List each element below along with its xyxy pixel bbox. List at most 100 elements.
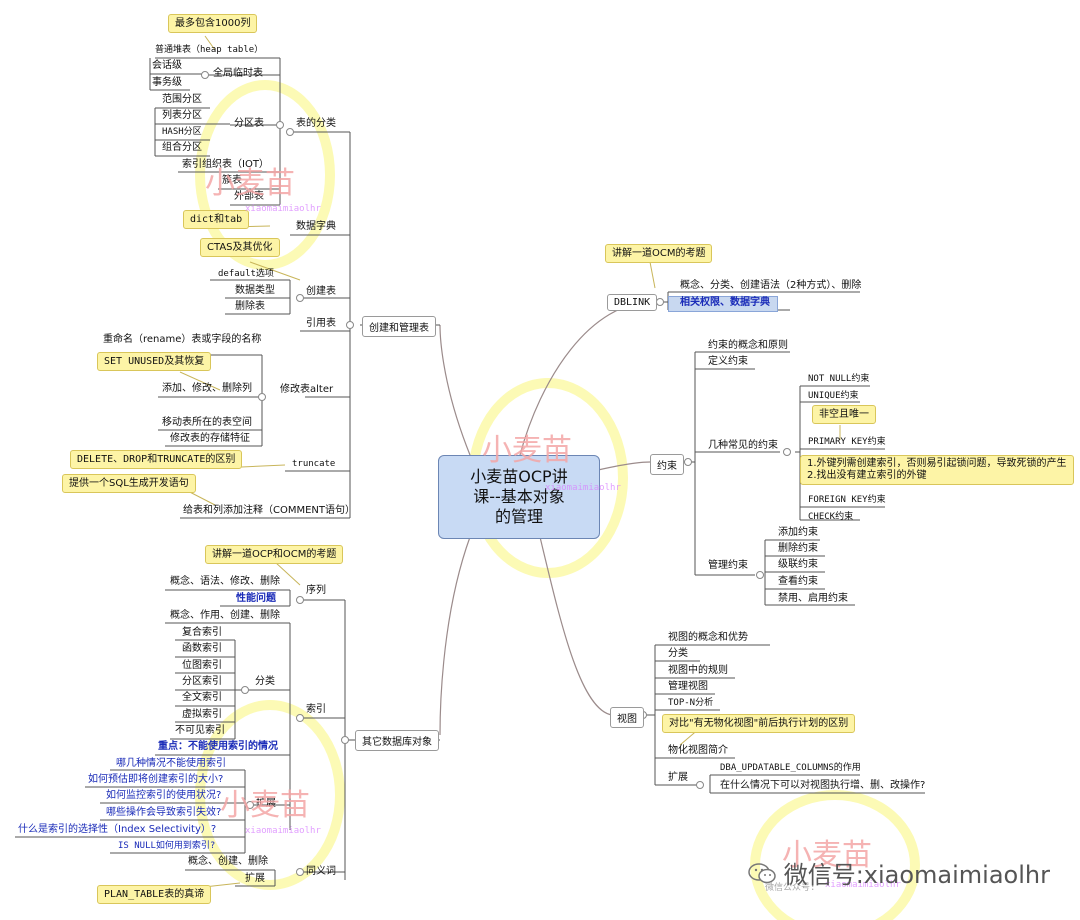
node-add-modify-drop-column[interactable]: 添加、修改、删除列	[162, 383, 252, 394]
branch-create-manage[interactable]: 创建和管理表	[362, 316, 436, 337]
node-dict-and-tab[interactable]: dict和tab	[183, 210, 250, 229]
node-comment[interactable]: 给表和列添加注释（COMMENT语句）	[183, 505, 356, 516]
node-common-constraints[interactable]: 几种常见的约束	[708, 440, 778, 451]
branch-view[interactable]: 视图	[610, 707, 644, 728]
node-heap-table[interactable]: 普通堆表（heap table）	[155, 45, 264, 55]
node-create-table[interactable]: 创建表	[306, 286, 336, 297]
root-topic[interactable]: 小麦苗OCP讲 课--基本对象 的管理	[438, 455, 600, 539]
node-fulltext-index[interactable]: 全文索引	[182, 692, 222, 703]
note-set-unused: SET UNUSED及其恢复	[97, 352, 212, 371]
node-question-4[interactable]: 哪些操作会导致索引失效?	[106, 807, 222, 818]
node-sequence-ops[interactable]: 概念、语法、修改、删除	[170, 576, 280, 587]
node-rename[interactable]: 重命名（rename）表或字段的名称	[103, 334, 262, 345]
node-default-option[interactable]: default选项	[218, 269, 274, 279]
node-drop-table[interactable]: 删除表	[235, 301, 265, 312]
watermark-subtitle: xiaomaimiaolhr	[245, 204, 321, 214]
node-range-partition[interactable]: 范围分区	[162, 94, 202, 105]
node-primary-key[interactable]: PRIMARY KEY约束	[808, 437, 886, 447]
node-alter-table[interactable]: 修改表alter	[280, 384, 334, 395]
node-manage-constraints[interactable]: 管理约束	[708, 560, 748, 571]
node-define-constraint[interactable]: 定义约束	[708, 356, 748, 367]
node-dblink-concept[interactable]: 概念、分类、创建语法（2种方式）、删除	[680, 280, 862, 291]
node-reference-table[interactable]: 引用表	[306, 318, 336, 329]
node-invisible-index[interactable]: 不可见索引	[175, 725, 225, 736]
node-external-table[interactable]: 外部表	[234, 191, 264, 202]
note-ctas: CTAS及其优化	[200, 238, 280, 257]
node-view-dml[interactable]: 在什么情况下可以对视图执行增、删、改操作?	[720, 780, 926, 791]
note-ocm-question: 讲解一道OCM的考题	[605, 244, 713, 263]
node-move-tablespace[interactable]: 移动表所在的表空间	[162, 417, 252, 428]
node-top-n[interactable]: TOP-N分析	[668, 698, 714, 708]
note-plan-table: PLAN_TABLE表的真谛	[97, 885, 212, 904]
node-question-2[interactable]: 如何预估即将创建索引的大小?	[88, 774, 224, 785]
root-title-line2: 课--基本对象	[473, 487, 565, 506]
node-materialized-view[interactable]: 物化视图简介	[668, 745, 728, 756]
watermark-ring	[195, 700, 345, 890]
node-view-classify[interactable]: 分类	[668, 648, 688, 659]
branch-dblink[interactable]: DBLINK	[607, 294, 658, 311]
watermark-text: 小麦苗	[782, 838, 872, 873]
note-max-columns: 最多包含1000列	[168, 14, 258, 33]
node-performance-issue[interactable]: 性能问题	[236, 593, 276, 604]
node-virtual-index[interactable]: 虚拟索引	[182, 709, 222, 720]
node-cluster-table[interactable]: 簇表	[222, 175, 242, 186]
wechat-id: 微信号:xiaomaimiaolhr	[783, 861, 1050, 889]
node-synonym-ops[interactable]: 概念、创建、删除	[188, 856, 268, 867]
node-cascade-constraint[interactable]: 级联约束	[778, 559, 818, 570]
node-view-rules[interactable]: 视图中的规则	[668, 665, 728, 676]
node-session-level[interactable]: 会话级	[152, 60, 182, 71]
node-synonym-extend[interactable]: 扩展	[245, 873, 265, 884]
note-sql-generate: 提供一个SQL生成开发语句	[62, 474, 196, 493]
node-partition-table[interactable]: 分区表	[234, 118, 264, 129]
node-synonym[interactable]: 同义词	[306, 866, 336, 877]
node-key-point[interactable]: 重点：不能使用索引的情况	[158, 741, 278, 752]
node-global-temp[interactable]: 全局临时表	[213, 68, 263, 79]
node-index[interactable]: 索引	[306, 704, 326, 715]
node-storage-properties[interactable]: 修改表的存储特征	[170, 433, 250, 444]
node-unique[interactable]: UNIQUE约束	[808, 391, 859, 401]
node-hash-partition[interactable]: HASH分区	[162, 127, 202, 137]
node-list-partition[interactable]: 列表分区	[162, 110, 202, 121]
watermark-ring	[750, 790, 920, 920]
node-truncate[interactable]: truncate	[292, 459, 336, 469]
watermark-subtitle-prefix: 微信公众号:	[765, 883, 816, 893]
node-composite-partition[interactable]: 组合分区	[162, 142, 202, 153]
node-data-type[interactable]: 数据类型	[235, 285, 275, 296]
node-bitmap-index[interactable]: 位图索引	[182, 660, 222, 671]
node-constraint-concept[interactable]: 约束的概念和原则	[708, 340, 788, 351]
node-view-constraint[interactable]: 查看约束	[778, 576, 818, 587]
node-dblink-privileges[interactable]: 相关权限、数据字典	[680, 297, 770, 308]
node-table-classification[interactable]: 表的分类	[296, 118, 336, 129]
note-fk-line2: 2.找出没有建立索引的外键	[807, 470, 927, 481]
node-foreign-key[interactable]: FOREIGN KEY约束	[808, 495, 886, 505]
node-index-classify[interactable]: 分类	[255, 676, 275, 687]
node-partition-index[interactable]: 分区索引	[182, 676, 222, 687]
node-dba-updatable-columns[interactable]: DBA_UPDATABLE_COLUMNS的作用	[720, 763, 861, 773]
node-data-dictionary[interactable]: 数据字典	[296, 221, 336, 232]
node-index-ops[interactable]: 概念、作用、创建、删除	[170, 610, 280, 621]
note-foreign-key: 1.外键列需创建索引，否则易引起锁问题，导致死锁的产生 2.找出没有建立索引的外…	[800, 455, 1074, 485]
watermark-ring	[195, 80, 335, 270]
watermark-text: 小麦苗	[482, 433, 572, 468]
node-question-1[interactable]: 哪几种情况不能使用索引	[116, 758, 226, 769]
node-question-3[interactable]: 如何监控索引的使用状况?	[106, 790, 222, 801]
node-enable-disable[interactable]: 禁用、启用约束	[778, 593, 848, 604]
node-manage-view[interactable]: 管理视图	[668, 681, 708, 692]
node-question-6[interactable]: IS NULL如何用到索引?	[118, 841, 216, 851]
node-function-index[interactable]: 函数索引	[182, 643, 222, 654]
node-iot[interactable]: 索引组织表（IOT）	[182, 159, 269, 170]
node-add-constraint[interactable]: 添加约束	[778, 527, 818, 538]
node-view-concept[interactable]: 视图的概念和优势	[668, 632, 748, 643]
node-drop-constraint[interactable]: 删除约束	[778, 543, 818, 554]
node-not-null[interactable]: NOT NULL约束	[808, 374, 870, 384]
branch-other-objects[interactable]: 其它数据库对象	[355, 730, 439, 751]
node-view-extend[interactable]: 扩展	[668, 772, 688, 783]
watermark-text: 小麦苗	[220, 788, 310, 823]
node-composite-index[interactable]: 复合索引	[182, 627, 222, 638]
node-check[interactable]: CHECK约束	[808, 512, 854, 522]
node-question-5[interactable]: 什么是索引的选择性（Index Selectivity）?	[18, 824, 217, 835]
branch-constraint[interactable]: 约束	[650, 454, 684, 475]
node-transaction-level[interactable]: 事务级	[152, 77, 182, 88]
node-sequence[interactable]: 序列	[306, 585, 326, 596]
node-index-extend[interactable]: 扩展	[256, 798, 276, 809]
